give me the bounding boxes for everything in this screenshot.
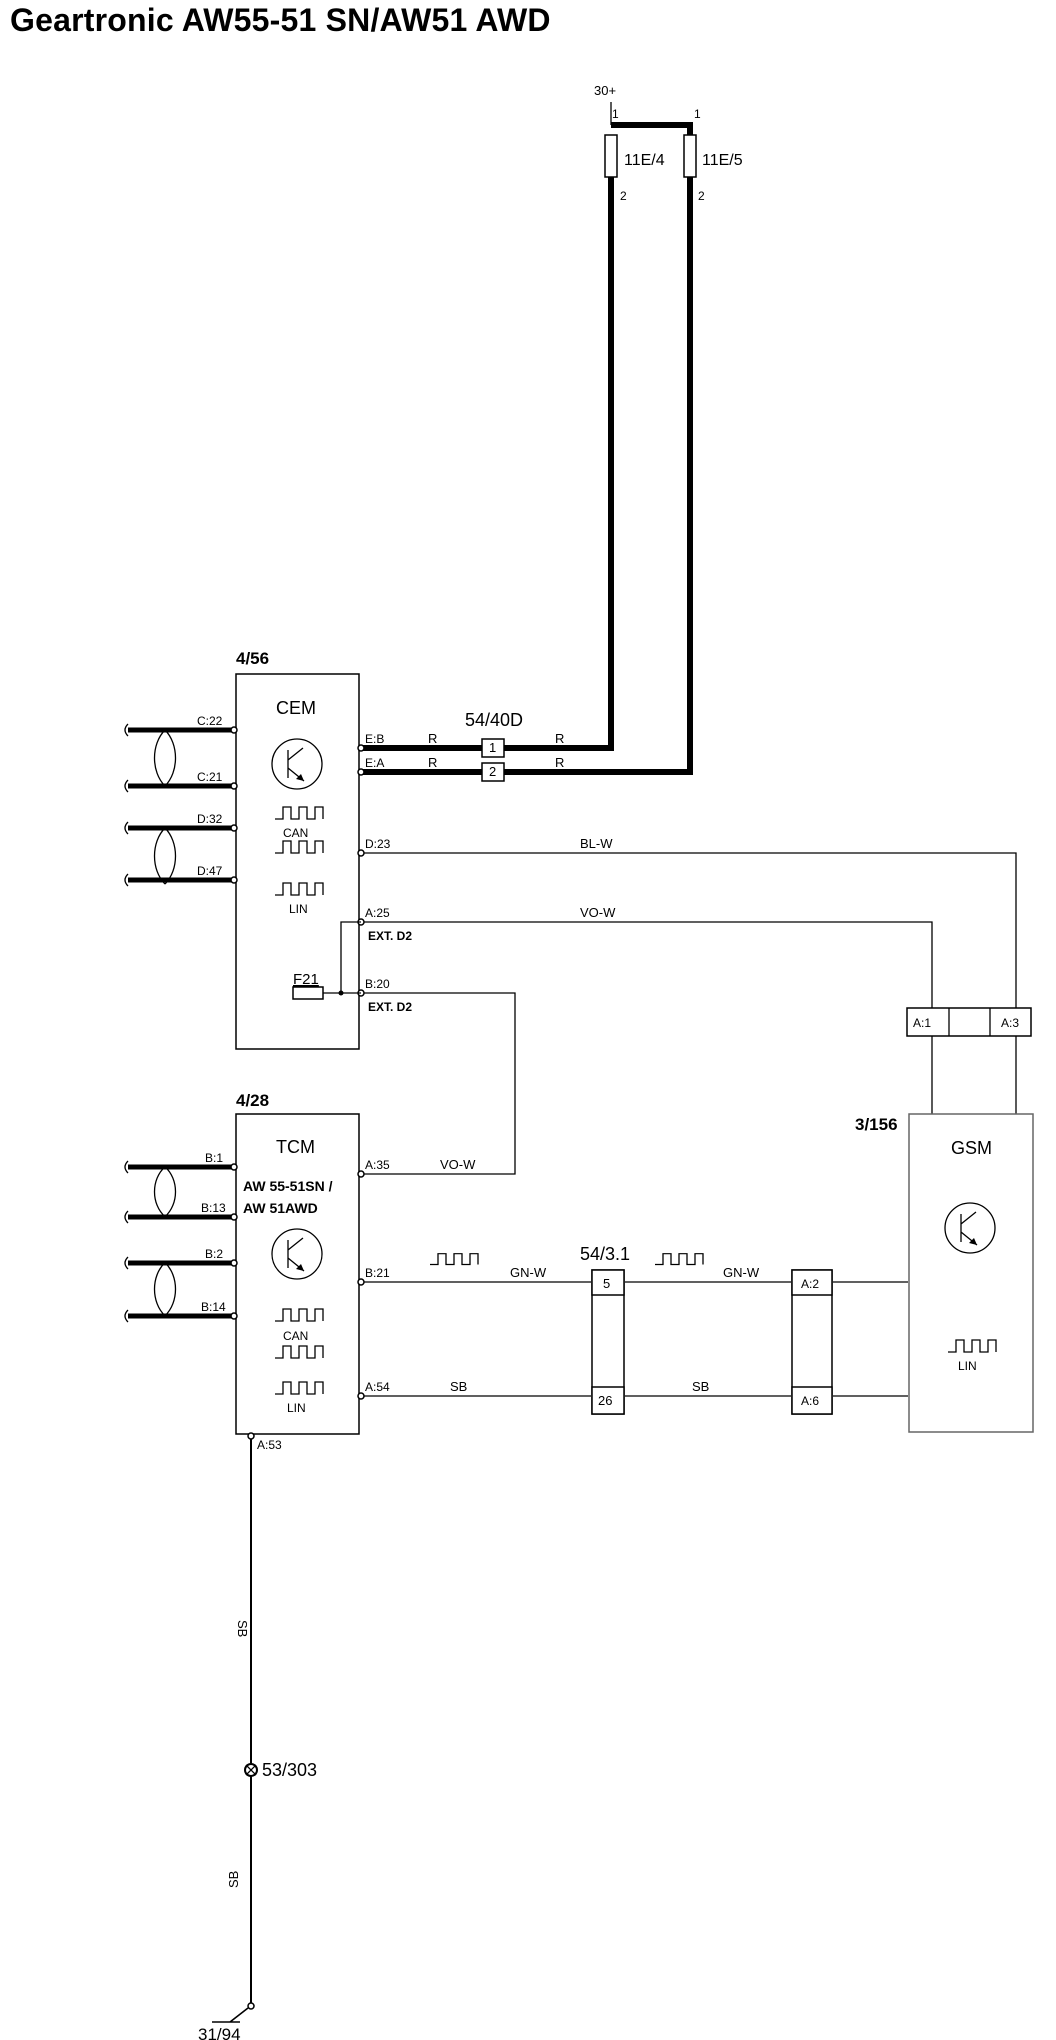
cem-ext-d2: EXT. D2 <box>368 1000 412 1014</box>
wire-color-sb: SB <box>450 1379 467 1394</box>
connector-54-40d <box>481 738 505 782</box>
twisted-pair-icon <box>124 821 233 887</box>
tcm-name: TCM <box>276 1137 315 1157</box>
cem-pin-c22: C:22 <box>197 714 223 728</box>
tcm-pin-b2: B:2 <box>205 1247 223 1261</box>
tcm-pin-b1: B:1 <box>205 1151 223 1165</box>
wire-color-sb: SB <box>692 1379 709 1394</box>
power-supply-30-plus: 30+ <box>594 83 693 135</box>
cem-pin-eb: E:B <box>365 732 384 746</box>
wire-vo-w <box>364 921 933 1008</box>
connector-54-3-1-pin5: 5 <box>603 1276 610 1291</box>
ground-label: 31/94 <box>198 2025 241 2040</box>
tcm-module <box>235 1113 360 1435</box>
cem-ext-d2: EXT. D2 <box>368 929 412 943</box>
cem-lin-label: LIN <box>289 902 308 916</box>
wire-color-r: R <box>555 731 564 746</box>
fuse2-pin1: 1 <box>694 107 701 121</box>
fuse1-pin1: 1 <box>612 107 619 121</box>
wire-color-vo-w: VO-W <box>440 1157 476 1172</box>
gsm-pin-a6: A:6 <box>801 1394 819 1408</box>
cem-pin-a25: A:25 <box>365 906 390 920</box>
power-wire-1 <box>502 177 614 751</box>
ground-icon <box>212 2002 255 2023</box>
wire-color-vo-w: VO-W <box>580 905 616 920</box>
tcm-can-label: CAN <box>283 1329 308 1343</box>
gsm-module <box>908 1113 1034 1433</box>
lin-signal-icon <box>429 1253 704 1266</box>
fuse-icon <box>292 921 361 1000</box>
splice-label: 53/303 <box>262 1760 317 1780</box>
gsm-pin-connector <box>791 1269 833 1415</box>
fuse2-label: 11E/5 <box>702 152 743 169</box>
supply-label: 30+ <box>594 83 616 98</box>
wire-color-gn-w: GN-W <box>723 1265 760 1280</box>
fuse-icon <box>604 134 697 178</box>
diagram-title: Geartronic AW55-51 SN/AW51 AWD <box>10 2 551 38</box>
connector-54-3-1-label: 54/3.1 <box>580 1244 630 1264</box>
connector-54-3-1-pin26: 26 <box>598 1393 612 1408</box>
tcm-pin-a35: A:35 <box>365 1158 390 1172</box>
gsm-pin-a2: A:2 <box>801 1277 819 1291</box>
cem-pin-d32: D:32 <box>197 812 223 826</box>
connector-54-40d-pin1: 1 <box>489 740 496 755</box>
wire-color-sb-vertical: SB <box>235 1620 250 1637</box>
cem-pin-d23: D:23 <box>365 837 391 851</box>
gsm-ref: 3/156 <box>855 1115 898 1134</box>
tcm-pin-b21: B:21 <box>365 1266 390 1280</box>
transistor-icon <box>271 738 323 790</box>
cem-name: CEM <box>276 698 316 718</box>
twisted-pair-icon <box>124 1160 233 1224</box>
twisted-pair-icon <box>124 1256 233 1323</box>
wire-color-r: R <box>428 755 437 770</box>
tcm-pin-a53: A:53 <box>257 1438 282 1452</box>
gsm-lin-label: LIN <box>958 1359 977 1373</box>
fuse1-label: 11E/4 <box>624 152 665 169</box>
connector-54-40d-pin2: 2 <box>489 764 496 779</box>
fuse2-pin2: 2 <box>698 189 705 203</box>
power-wire-2 <box>502 177 693 775</box>
tcm-subtitle-1: AW 55-51SN / <box>243 1178 333 1194</box>
splice-icon <box>244 1763 258 1777</box>
transistor-icon <box>271 1228 323 1280</box>
wire-color-r: R <box>555 755 564 770</box>
cem-ref: 4/56 <box>236 649 269 668</box>
cem-pin-ea: E:A <box>365 756 384 770</box>
tcm-ref: 4/28 <box>236 1091 269 1110</box>
connector-54-40d-label: 54/40D <box>465 710 523 730</box>
gsm-name: GSM <box>951 1138 992 1158</box>
tcm-pin-b14: B:14 <box>201 1300 226 1314</box>
cem-pin-c21: C:21 <box>197 770 223 784</box>
gsm-connector-a1: A:1 <box>913 1016 931 1030</box>
cem-pin-d47: D:47 <box>197 864 223 878</box>
wire-color-gn-w: GN-W <box>510 1265 547 1280</box>
connector-54-3-1 <box>591 1269 625 1415</box>
tcm-subtitle-2: AW 51AWD <box>243 1200 318 1216</box>
cem-can-label: CAN <box>283 826 308 840</box>
wire-color-r: R <box>428 731 437 746</box>
wire-bl-w <box>364 852 1017 1008</box>
wire-color-bl-w: BL-W <box>580 836 613 851</box>
tcm-lin-label: LIN <box>287 1401 306 1415</box>
cem-fuse-label: F21 <box>293 971 319 988</box>
tcm-pin-a54: A:54 <box>365 1380 390 1394</box>
wire-vo-w-tcm <box>364 992 516 1175</box>
twisted-pair-icon <box>124 723 233 793</box>
tcm-pin-b13: B:13 <box>201 1201 226 1215</box>
wire-color-sb-vertical-lower: SB <box>226 1871 241 1888</box>
cem-pin-b20: B:20 <box>365 977 390 991</box>
gsm-connector <box>906 1007 1032 1037</box>
gsm-connector-a3: A:3 <box>1001 1016 1019 1030</box>
fuse1-pin2: 2 <box>620 189 627 203</box>
transistor-icon <box>944 1202 996 1254</box>
